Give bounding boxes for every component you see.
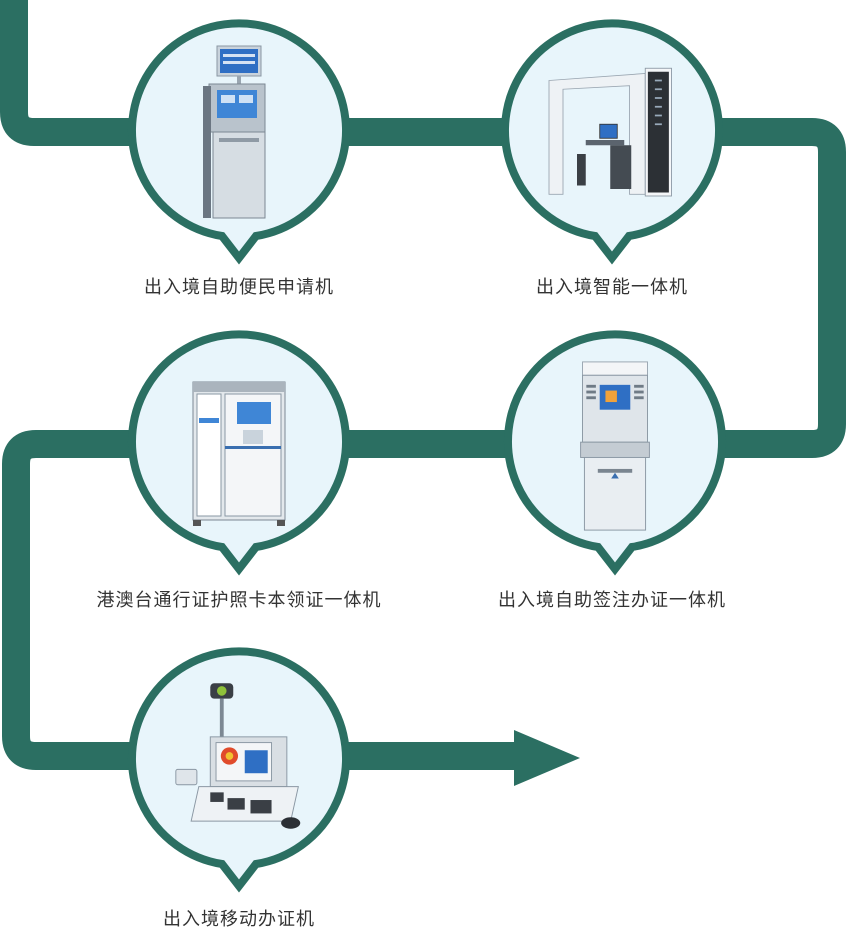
flow-arrowhead [514, 730, 580, 786]
flow-path [0, 0, 846, 770]
visa-kiosk-icon [580, 361, 650, 531]
step-label-smart-all-in-one-machine: 出入境智能一体机 [536, 277, 688, 298]
step-node-self-service-visa-machine [504, 330, 726, 576]
step-node-smart-all-in-one-machine [501, 19, 723, 265]
cabinet-icon [192, 381, 286, 527]
step-node-self-service-application-kiosk [128, 19, 350, 265]
step-label-self-service-visa-machine: 出入境自助签注办证一体机 [498, 590, 726, 611]
step-node-hk-macau-taiwan-pass-collection-machine [128, 330, 350, 576]
step-label-mobile-processing-machine: 出入境移动办证机 [163, 909, 315, 930]
step-label-hk-macau-taiwan-pass-collection-machine: 港澳台通行证护照卡本领证一体机 [96, 590, 382, 611]
step-node-mobile-processing-machine [128, 647, 350, 893]
step-label-self-service-application-kiosk: 出入境自助便民申请机 [144, 277, 334, 298]
